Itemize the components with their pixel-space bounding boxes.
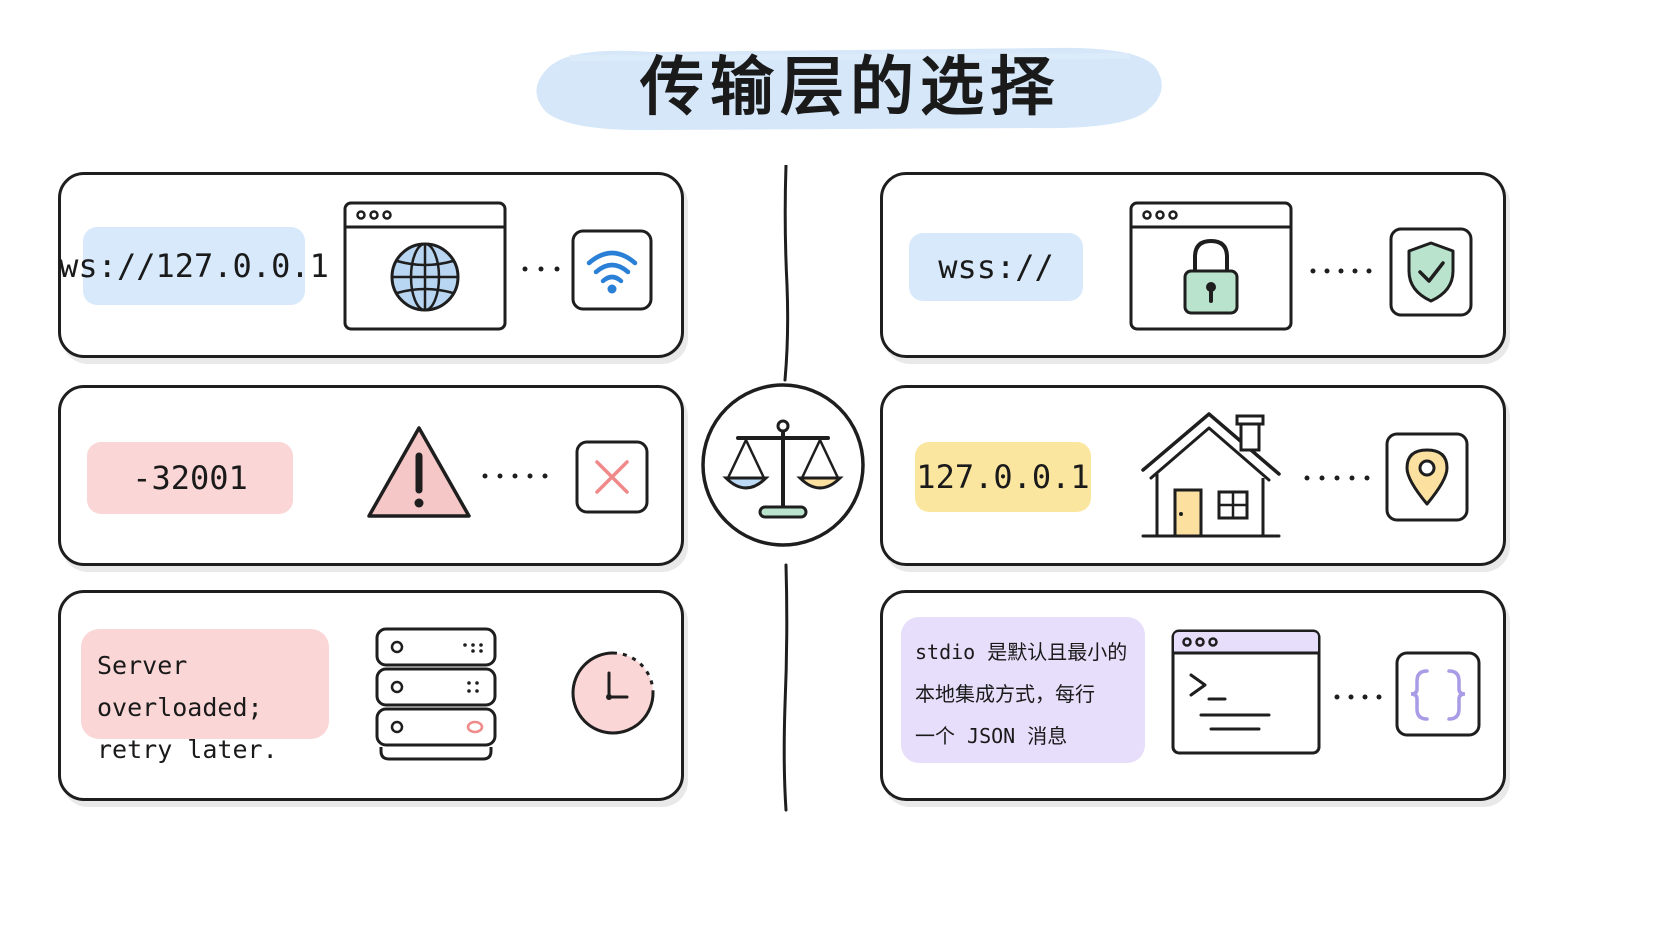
error-code-pill: -32001 bbox=[87, 442, 293, 514]
connector-dots bbox=[1310, 268, 1372, 274]
card-websocket: ws://127.0.0.1 bbox=[58, 172, 684, 358]
ws-url-label: ws://127.0.0.1 bbox=[59, 247, 329, 285]
browser-globe-icon bbox=[343, 201, 507, 331]
connector-dots bbox=[1334, 694, 1382, 700]
card-server-overload: Server overloaded; retry later. bbox=[58, 590, 684, 801]
location-pin-icon bbox=[1385, 432, 1469, 522]
ws-url-pill: ws://127.0.0.1 bbox=[59, 227, 329, 305]
card-secure-websocket: wss:// bbox=[880, 172, 1506, 358]
wifi-icon bbox=[571, 229, 653, 311]
card-localhost: 127.0.0.1 bbox=[880, 385, 1506, 566]
close-icon bbox=[575, 440, 649, 514]
connector-dots bbox=[522, 266, 560, 272]
server-icon bbox=[375, 627, 497, 761]
localhost-label: 127.0.0.1 bbox=[916, 458, 1090, 496]
stdio-message-text: stdio 是默认且最小的 本地集成方式，每行 一个 JSON 消息 bbox=[915, 640, 1128, 748]
overload-message-bubble: Server overloaded; retry later. bbox=[81, 629, 329, 764]
page-title: 传输层的选择 bbox=[640, 51, 1060, 125]
card-stdio: stdio 是默认且最小的 本地集成方式，每行 一个 JSON 消息 bbox=[880, 590, 1506, 801]
localhost-pill: 127.0.0.1 bbox=[915, 442, 1091, 512]
error-code-label: -32001 bbox=[132, 459, 248, 497]
terminal-icon bbox=[1171, 629, 1321, 755]
browser-lock-icon bbox=[1129, 201, 1293, 331]
center-divider bbox=[782, 165, 790, 812]
house-icon bbox=[1141, 412, 1281, 538]
connector-dots bbox=[482, 473, 548, 479]
braces-icon bbox=[1395, 651, 1481, 737]
warning-icon bbox=[367, 426, 471, 518]
card-error-code: -32001 bbox=[58, 385, 684, 566]
wss-url-pill: wss:// bbox=[909, 233, 1083, 301]
balance-scale-icon bbox=[701, 383, 865, 547]
overload-message-text: Server overloaded; retry later. bbox=[97, 651, 278, 764]
title-banner: 传输层的选择 bbox=[530, 38, 1170, 138]
wss-url-label: wss:// bbox=[938, 248, 1054, 286]
connector-dots bbox=[1304, 475, 1370, 481]
stdio-message-bubble: stdio 是默认且最小的 本地集成方式，每行 一个 JSON 消息 bbox=[901, 617, 1145, 763]
clock-icon bbox=[571, 651, 655, 735]
shield-check-icon bbox=[1389, 227, 1473, 317]
title-brush-highlight bbox=[536, 47, 1162, 131]
